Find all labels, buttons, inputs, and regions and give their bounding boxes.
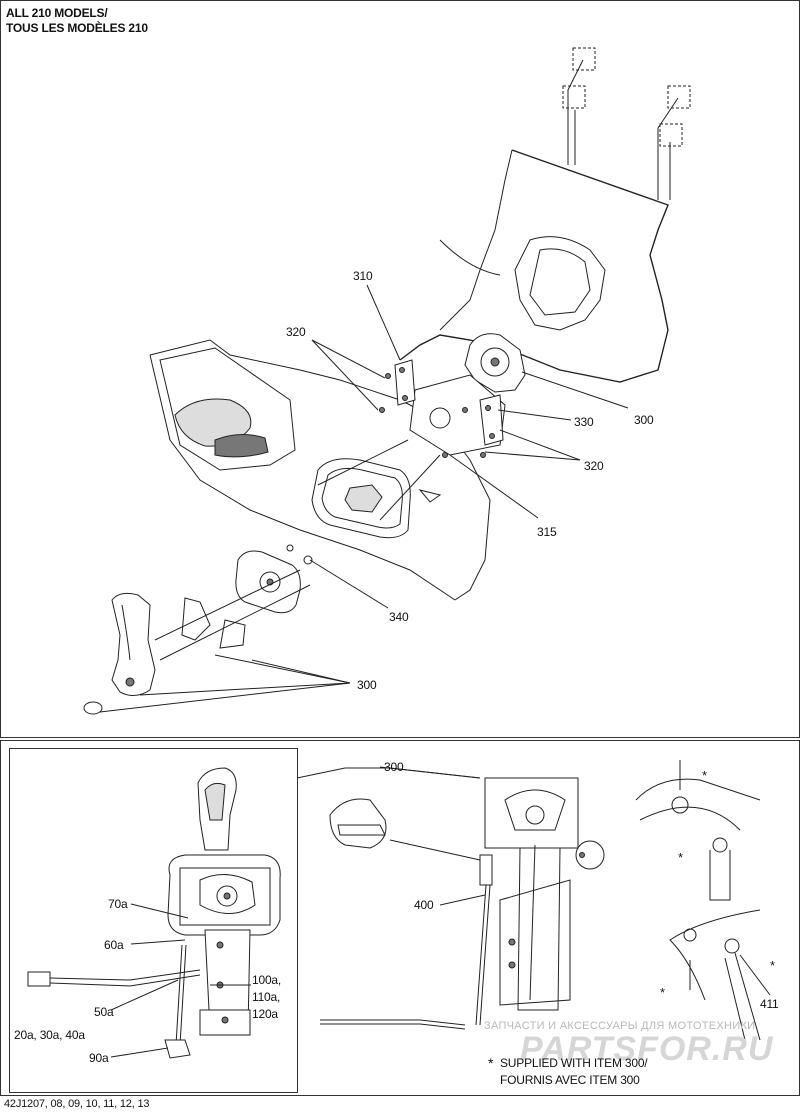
note-line1: SUPPLIED WITH ITEM 300/: [500, 1056, 648, 1070]
inset-control-assembly: [27, 767, 281, 1059]
throttle-mechanism-upper: [317, 333, 526, 521]
asterisk-marker: *: [660, 985, 665, 1000]
callout-90a: 90a: [89, 1051, 109, 1065]
note-line2: FOURNIS AVEC ITEM 300: [500, 1073, 640, 1087]
asterisk-marker: *: [770, 958, 775, 973]
callout-300-upper-right: 300: [634, 413, 654, 427]
note-asterisk: *: [488, 1055, 494, 1071]
throttle-lever: [83, 569, 311, 715]
diagram-title-line2: TOUS LES MODÈLES 210: [6, 21, 148, 35]
callout-20a-30a-40a: 20a, 30a, 40a: [14, 1028, 85, 1042]
callout-340: 340: [389, 610, 409, 624]
callout-120a: 120a: [252, 1007, 278, 1021]
asterisk-marker: *: [702, 768, 707, 783]
callout-411: 411: [760, 997, 779, 1011]
callout-330: 330: [574, 415, 594, 429]
callout-50a: 50a: [94, 1005, 114, 1019]
callout-300-lower: 300: [384, 760, 404, 774]
watermark-line2: PARTSFOR.RU: [520, 1030, 774, 1068]
callout-70a: 70a: [108, 897, 128, 911]
callout-320-left: 320: [286, 325, 306, 339]
callout-110a: 110a,: [252, 990, 281, 1004]
diagram-title-line1: ALL 210 MODELS/: [6, 6, 108, 20]
callout-310: 310: [353, 269, 373, 283]
callout-60a: 60a: [104, 938, 124, 952]
callout-320-right: 320: [584, 459, 604, 473]
callout-400: 400: [414, 898, 434, 912]
callout-100a: 100a,: [252, 973, 282, 987]
watermark-line1: ЗАПЧАСТИ И АКСЕССУАРЫ ДЛЯ МОТОТЕХНИКИ: [484, 1020, 756, 1032]
upper-leader-lines: [99, 284, 629, 713]
decal-placeholders: [562, 47, 691, 200]
callout-300-upper-left: 300: [357, 678, 377, 692]
mechanism-detail: [296, 760, 771, 1041]
drawing-reference-code: 42J1207, 08, 09, 10, 11, 12, 13: [4, 1098, 150, 1110]
gauge-plate: [311, 458, 411, 539]
inset-detail-frame: [9, 748, 298, 1093]
console-body-outline: [149, 149, 669, 601]
lever-bezel: [181, 544, 313, 649]
asterisk-marker: *: [678, 850, 683, 865]
callout-315: 315: [537, 525, 557, 539]
